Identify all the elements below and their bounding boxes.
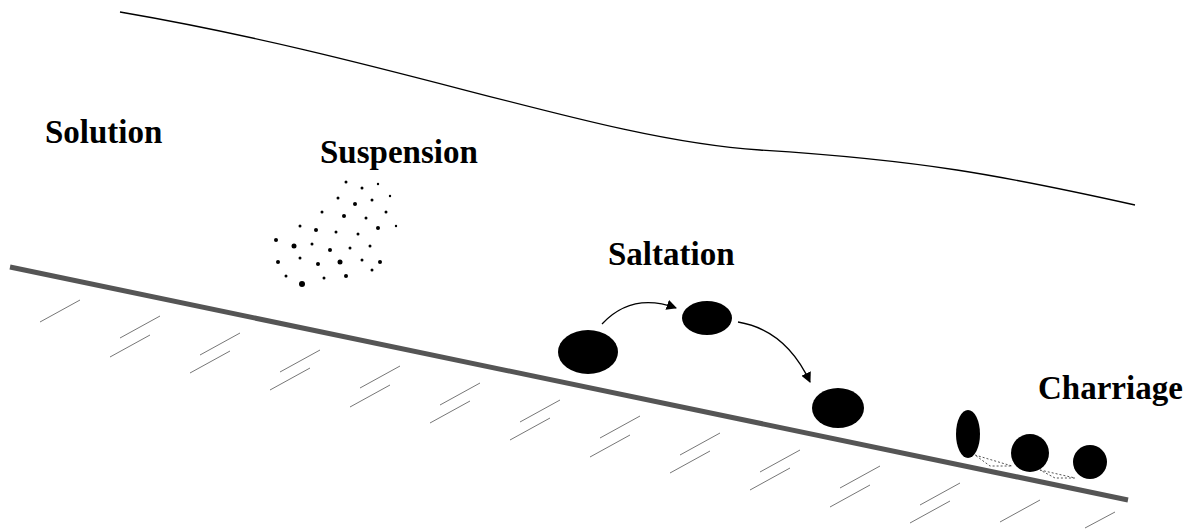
saltation-particles bbox=[558, 301, 864, 428]
water-surface bbox=[120, 12, 1135, 205]
charriage-particles bbox=[956, 410, 1107, 479]
suspension-particles bbox=[274, 181, 397, 288]
bed-hatching bbox=[40, 300, 1115, 528]
river-bed bbox=[10, 267, 1128, 500]
transport-mode-label: Saltation bbox=[608, 236, 735, 274]
transport-mode-label: Charriage bbox=[1038, 370, 1183, 408]
transport-mode-label: Suspension bbox=[320, 134, 478, 172]
transport-mode-label: Solution bbox=[45, 114, 162, 152]
